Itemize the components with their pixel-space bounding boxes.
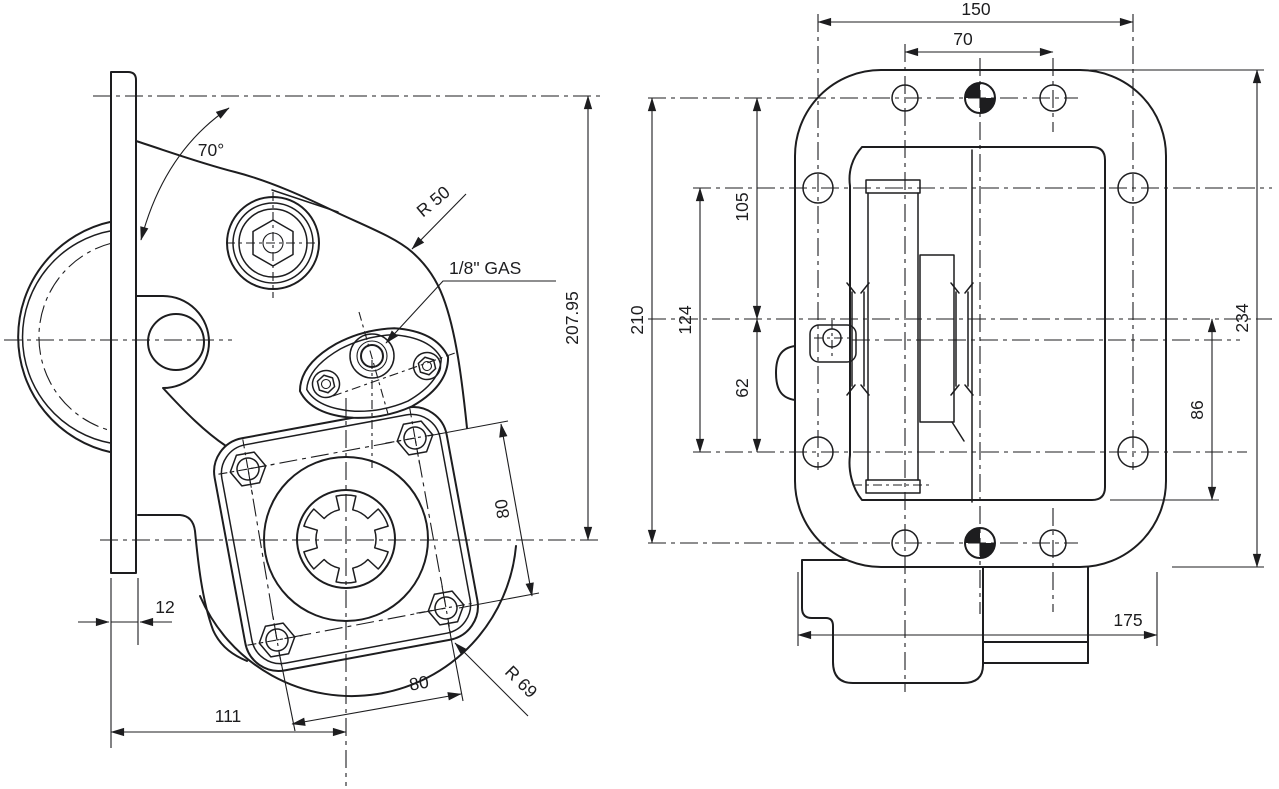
rear-view-centerlines [648,14,1272,692]
dim-body-depth: 175 [1113,610,1142,630]
spline-ring [296,489,396,589]
dim-bolt-pitch-v: 80 [491,497,514,520]
dim-bolt-pitch-h: 80 [408,672,431,695]
datum-target [964,527,996,559]
bearing [950,282,974,396]
dim-angle: 70° [198,140,224,160]
dim-top-radius: R 50 [413,182,454,221]
dim-overall-height: 234 [1232,303,1252,332]
mount-pad [809,324,857,363]
side-tab [775,345,796,401]
dim-plate-thickness: 12 [155,597,174,617]
side-view: 70° R 50 1/8" GAS 207.95 80 80 12 111 [4,71,601,786]
dim-corner-hole-span: 124 [675,305,695,334]
port-screw [412,351,442,381]
dim-hole-span: 150 [961,0,990,19]
dim-mount-height: 207.95 [562,291,582,345]
flange-bolt [218,439,278,499]
hex-plug [226,192,320,298]
mounting-plate [110,71,137,574]
spline-bore [303,494,389,584]
bearing [846,282,870,396]
dim-hole-rows-span: 210 [627,305,647,334]
dim-center-to-top-holes: 105 [732,192,752,221]
gear-assembly [809,149,974,503]
rear-mount-arc [17,220,113,454]
flange-bolt [416,578,476,638]
dim-center-to-lower-holes: 62 [732,378,752,397]
rear-view-dimensions: 150 70 210 124 105 62 234 86 175 [627,0,1264,646]
port-screw [311,369,341,399]
dim-top-hole-pitch: 70 [953,29,973,49]
rear-view: 150 70 210 124 105 62 234 86 175 [627,0,1272,692]
dim-center-offset: 111 [215,706,242,726]
flange-bolt [247,610,307,670]
gasket-face [848,146,1106,501]
flange-bolt-circle [247,437,447,641]
gas-port-boss [298,311,459,468]
oil-sump [801,559,1089,684]
pivot-lug-hole [147,313,205,371]
label-gas-port: 1/8" GAS [449,258,521,278]
dim-center-to-face-bottom: 86 [1187,400,1207,419]
